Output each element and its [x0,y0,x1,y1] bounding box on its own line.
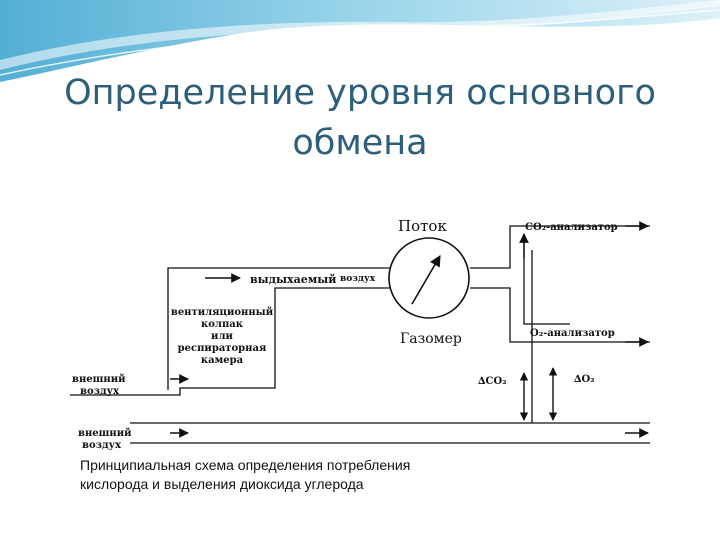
diagram-caption-line-2: кислорода и выделения диоксида углерода [80,476,364,492]
outer-air-1-line-2: воздух [80,386,120,397]
hood-label-line-4: респираторная [178,343,267,354]
hood-label-line-1: вентиляционный [171,307,274,318]
hood-label-line-2: колпак [201,319,244,330]
gasmeter-label: Газомер [400,331,462,347]
o2-analyzer-label: O₂-анализатор [530,328,615,339]
tube-lower-line [70,287,390,396]
tube-upper-line [167,267,390,390]
outer-air-2-line-1: внешний [78,428,132,439]
header-wave-decoration [0,0,720,82]
diagram-caption-line-1: Принципиальная схема определения потребл… [80,457,410,473]
tube-right-upper [470,225,650,269]
exhaled-label: выдыхаемый [250,273,336,286]
gasmeter-dial [388,237,470,319]
delta-co2-label: ∆CO₂ [478,376,507,387]
slide-title-line-1: Определение уровня основного [64,73,656,113]
metabolism-diagram: Поток Газомер выдыхаемый воздух вентиляц… [70,217,650,492]
hood-label-line-5: камера [201,355,244,366]
outer-air-2-line-2: воздух [82,440,122,451]
hood-label-line-3: или [211,331,233,342]
tube-right-lower [470,287,650,343]
tube-inner-1 [523,238,570,325]
co2-analyzer-label: CO₂-анализатор [525,222,618,233]
slide-title: Определение уровня основного обмена [20,68,700,168]
delta-o2-label: ∆O₂ [574,374,595,385]
diagram-panel: Поток Газомер выдыхаемый воздух вентиляц… [70,198,650,500]
slide-title-line-2: обмена [292,123,428,163]
air-label: воздух [340,274,376,284]
outer-air-1-line-1: внешний [72,374,126,385]
gasmeter-needle [411,255,441,305]
flow-label: Поток [398,217,447,235]
